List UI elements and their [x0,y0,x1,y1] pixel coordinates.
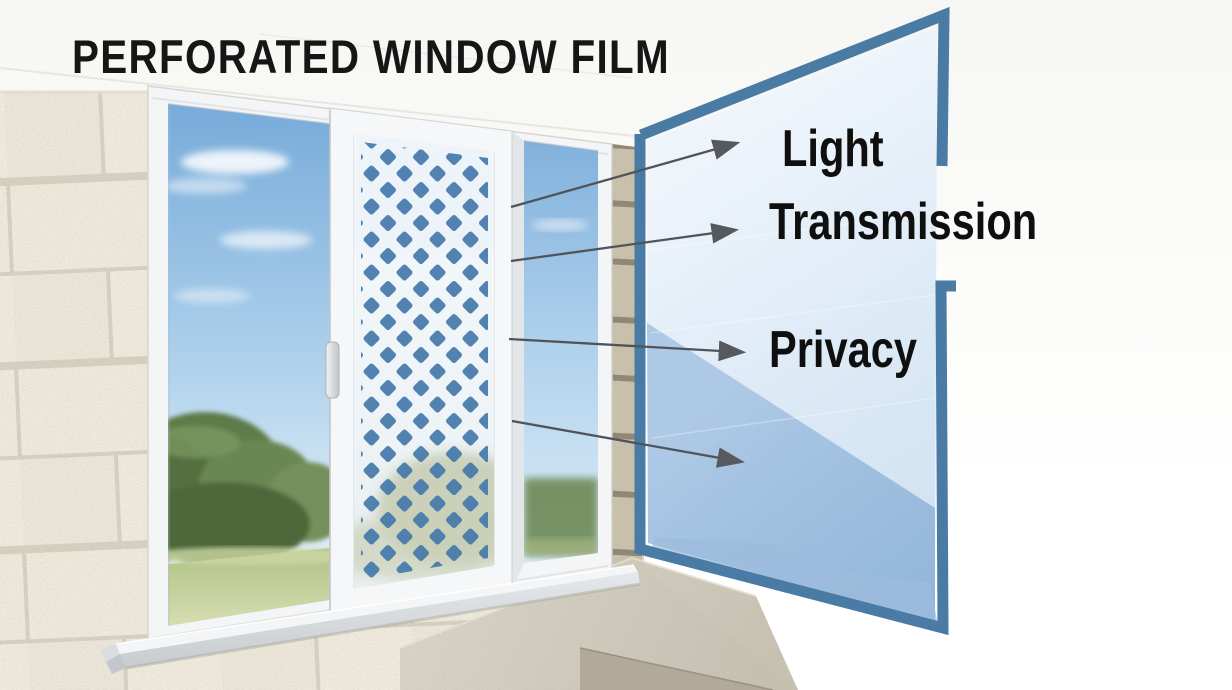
window-sill [100,564,641,674]
clouds [168,150,312,303]
grass [168,548,330,626]
arrow-to-transmission [510,223,740,263]
upper-wall-seams [0,33,635,137]
diagram-title: PERFORATED WINDOW FILM [72,30,670,83]
window [147,85,613,651]
arrow-to-privacy [508,337,747,362]
film-sheet-border [634,6,956,636]
left-pane [168,104,330,626]
right-pane [524,141,598,563]
arrow-to-light [510,139,741,209]
label-transmission: Transmission [769,193,1038,251]
window-handle [325,341,340,399]
annotation-arrows [508,139,747,468]
film-sash [325,107,513,617]
perforation-dots [361,142,488,580]
trees [168,412,330,566]
label-light: Light [782,120,884,178]
perforated-film-pane [354,133,494,589]
arrow-unlabeled [511,419,745,468]
label-privacy: Privacy [769,321,918,379]
film-sheet [634,6,956,636]
